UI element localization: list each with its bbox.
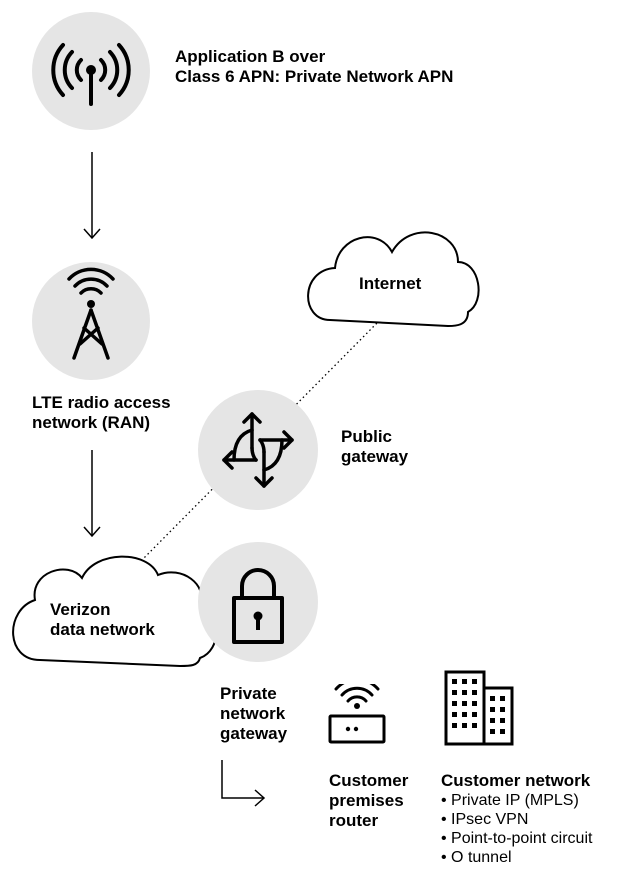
private-gateway-label-line2: network [220, 704, 286, 723]
public-gateway-label-line1: Public [341, 427, 393, 446]
customer-network-title: Customer network [441, 771, 591, 790]
cell-tower-icon [67, 267, 115, 360]
verizon-label-line1: Verizon [50, 600, 111, 619]
customer-router-label-line2: premises [329, 791, 404, 810]
ran-label-line1: LTE radio access [32, 393, 171, 412]
customer-network-item: Point-to-point circuit [441, 829, 592, 848]
dotted-link-internet-verizon [139, 319, 381, 563]
verizon-label: Verizon data network [50, 600, 155, 640]
office-buildings-icon [444, 670, 514, 746]
arrow-gateway-to-customer [221, 760, 266, 807]
routing-arrows-icon [222, 412, 294, 488]
customer-network-list: Customer network Private IP (MPLS) IPsec… [441, 771, 592, 867]
application-label-line2: Class 6 APN: Private Network APN [175, 67, 454, 86]
verizon-label-line2: data network [50, 620, 155, 639]
customer-router-label-line1: Customer [329, 771, 409, 790]
customer-network-item: O tunnel [441, 848, 592, 867]
ran-label: LTE radio access network (RAN) [32, 393, 171, 433]
public-gateway-label: Public gateway [341, 427, 408, 467]
customer-router-label: Customer premises router [329, 771, 408, 831]
ran-label-line2: network (RAN) [32, 413, 151, 432]
private-gateway-label-line3: gateway [220, 724, 288, 743]
customer-network-item: Private IP (MPLS) [441, 791, 592, 810]
internet-cloud [307, 231, 480, 328]
arrow-ran-to-verizon [83, 450, 101, 538]
public-gateway-label-line2: gateway [341, 447, 409, 466]
verizon-cloud [12, 555, 218, 668]
application-label-line1: Application B over [175, 47, 326, 66]
internet-label: Internet [359, 274, 422, 293]
private-gateway-label-line1: Private [220, 684, 277, 703]
arrow-antenna-to-ran [83, 152, 101, 240]
padlock-icon [232, 568, 284, 644]
public-gateway-circle [198, 390, 318, 510]
antenna-signal-icon [51, 43, 131, 106]
ran-circle [32, 262, 150, 380]
wifi-router-icon [328, 684, 386, 744]
customer-network-item: IPsec VPN [441, 810, 592, 829]
application-circle [32, 12, 150, 130]
private-gateway-label: Private network gateway [220, 684, 287, 744]
private-gateway-circle [198, 542, 318, 662]
application-label: Application B over Class 6 APN: Private … [175, 47, 453, 87]
customer-router-label-line3: router [329, 811, 379, 830]
